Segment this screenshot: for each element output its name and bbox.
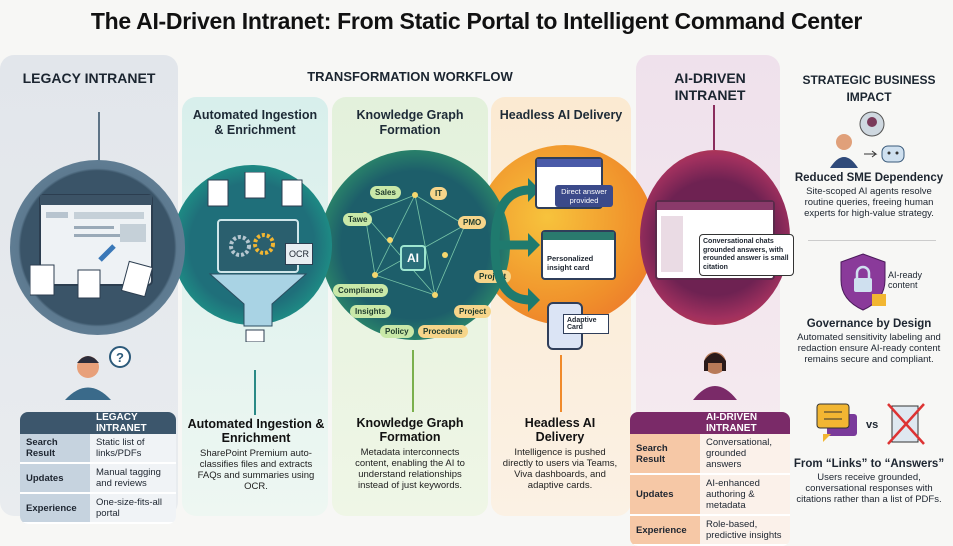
graph-tag: IT: [430, 187, 448, 200]
row-value: Conversational, grounded answers: [700, 434, 790, 475]
confused-user-icon: ?: [65, 346, 131, 400]
graph-tag: PMO: [458, 216, 487, 229]
broken-portal-icon: [30, 194, 154, 299]
delivery-caption: Intelligence is pushed directly to users…: [502, 447, 618, 491]
delivery-caption-title: Headless AI Delivery: [524, 416, 596, 444]
row-label: Search Result: [20, 434, 90, 464]
chat-bubbles-icon: [816, 403, 857, 442]
delivery-arrows-icon: [490, 178, 540, 312]
ingestion-funnel-icon: [207, 172, 308, 342]
graph-tag: Procedure: [418, 325, 468, 338]
row-value: Manual tagging and reviews: [90, 464, 176, 494]
legacy-header: LEGACY INTRANET: [22, 70, 156, 86]
direct-answer-bubble: Direct answer provided: [555, 185, 613, 207]
impact-title-sme: Reduced SME Dependency: [794, 172, 944, 184]
graph-tag: Project: [454, 305, 492, 318]
step-title-graph: Knowledge Graph Formation: [356, 108, 464, 137]
legacy-table-header: LEGACY INTRANET: [90, 412, 176, 434]
graph-caption-title: Knowledge Graph Formation: [356, 416, 464, 444]
ai-chat-window: Conversational chats grounded answers, w…: [655, 200, 794, 280]
page-title: The AI-Driven Intranet: From Static Port…: [90, 8, 863, 34]
graph-tag: Compliance: [333, 284, 389, 297]
impact-header: STRATEGIC BUSINESS IMPACT: [802, 73, 936, 104]
ai-ready-badge: AI-ready content: [888, 270, 923, 290]
vs-label: vs: [866, 419, 879, 431]
ingest-caption-title: Automated Ingestion & Enrichment: [187, 417, 325, 445]
row-label: Search Result: [630, 434, 700, 475]
ai-chip-icon: AI: [400, 245, 426, 271]
row-value: Static list of links/PDFs: [90, 434, 176, 464]
row-value: Role-based, predictive insights: [700, 516, 790, 546]
ai-table-header: AI-DRIVEN INTRANET: [700, 412, 790, 434]
row-label: Updates: [630, 475, 700, 516]
teams-card: Direct answer provided: [535, 157, 613, 209]
ocr-label: OCR: [285, 243, 313, 265]
graph-tag: Tawe: [343, 213, 373, 226]
impact-text-sme: Site-scoped AI agents resolve routine qu…: [804, 186, 934, 219]
expert-to-bot-icon: [830, 111, 905, 168]
insight-card-label: Personalized insight card: [547, 254, 594, 272]
row-label: Experience: [630, 516, 700, 546]
divider: [808, 240, 936, 241]
row-label: Updates: [20, 464, 90, 494]
impact-text-answers: Users receive grounded, conversational r…: [796, 472, 942, 505]
graph-tag: Sales: [370, 186, 401, 199]
workflow-header: TRANSFORMATION WORKFLOW: [307, 69, 513, 84]
impact-text-governance: Automated sensitivity labeling and redac…: [797, 332, 941, 365]
impact-title-answers: From “Links” to “Answers”: [793, 458, 945, 470]
adaptive-card-label: Adaptive Card: [563, 314, 609, 334]
graph-tag: Insights: [350, 305, 391, 318]
graph-caption: Metadata interconnects content, enabling…: [355, 447, 465, 491]
chat-bubble: Conversational chats grounded answers, w…: [699, 234, 794, 276]
insight-card: Personalized insight card: [541, 230, 616, 280]
graph-tag: Policy: [380, 325, 414, 338]
phone-card: Adaptive Card: [547, 302, 609, 350]
ai-header: AI-DRIVEN INTRANET: [674, 70, 746, 103]
step-title-ingest: Automated Ingestion & Enrichment: [192, 108, 318, 137]
svg-text:?: ?: [116, 350, 124, 365]
row-value: One-size-fits-all portal: [90, 494, 176, 524]
ingest-caption: SharePoint Premium auto-classifies files…: [197, 448, 315, 492]
user-avatar-icon: [693, 352, 737, 400]
step-title-delivery: Headless AI Delivery: [499, 108, 623, 122]
row-label: Experience: [20, 494, 90, 524]
impact-title-governance: Governance by Design: [806, 318, 932, 330]
row-value: AI-enhanced authoring & metadata: [700, 475, 790, 516]
crossed-document-icon: [887, 403, 925, 445]
shield-lock-icon: [840, 253, 886, 311]
